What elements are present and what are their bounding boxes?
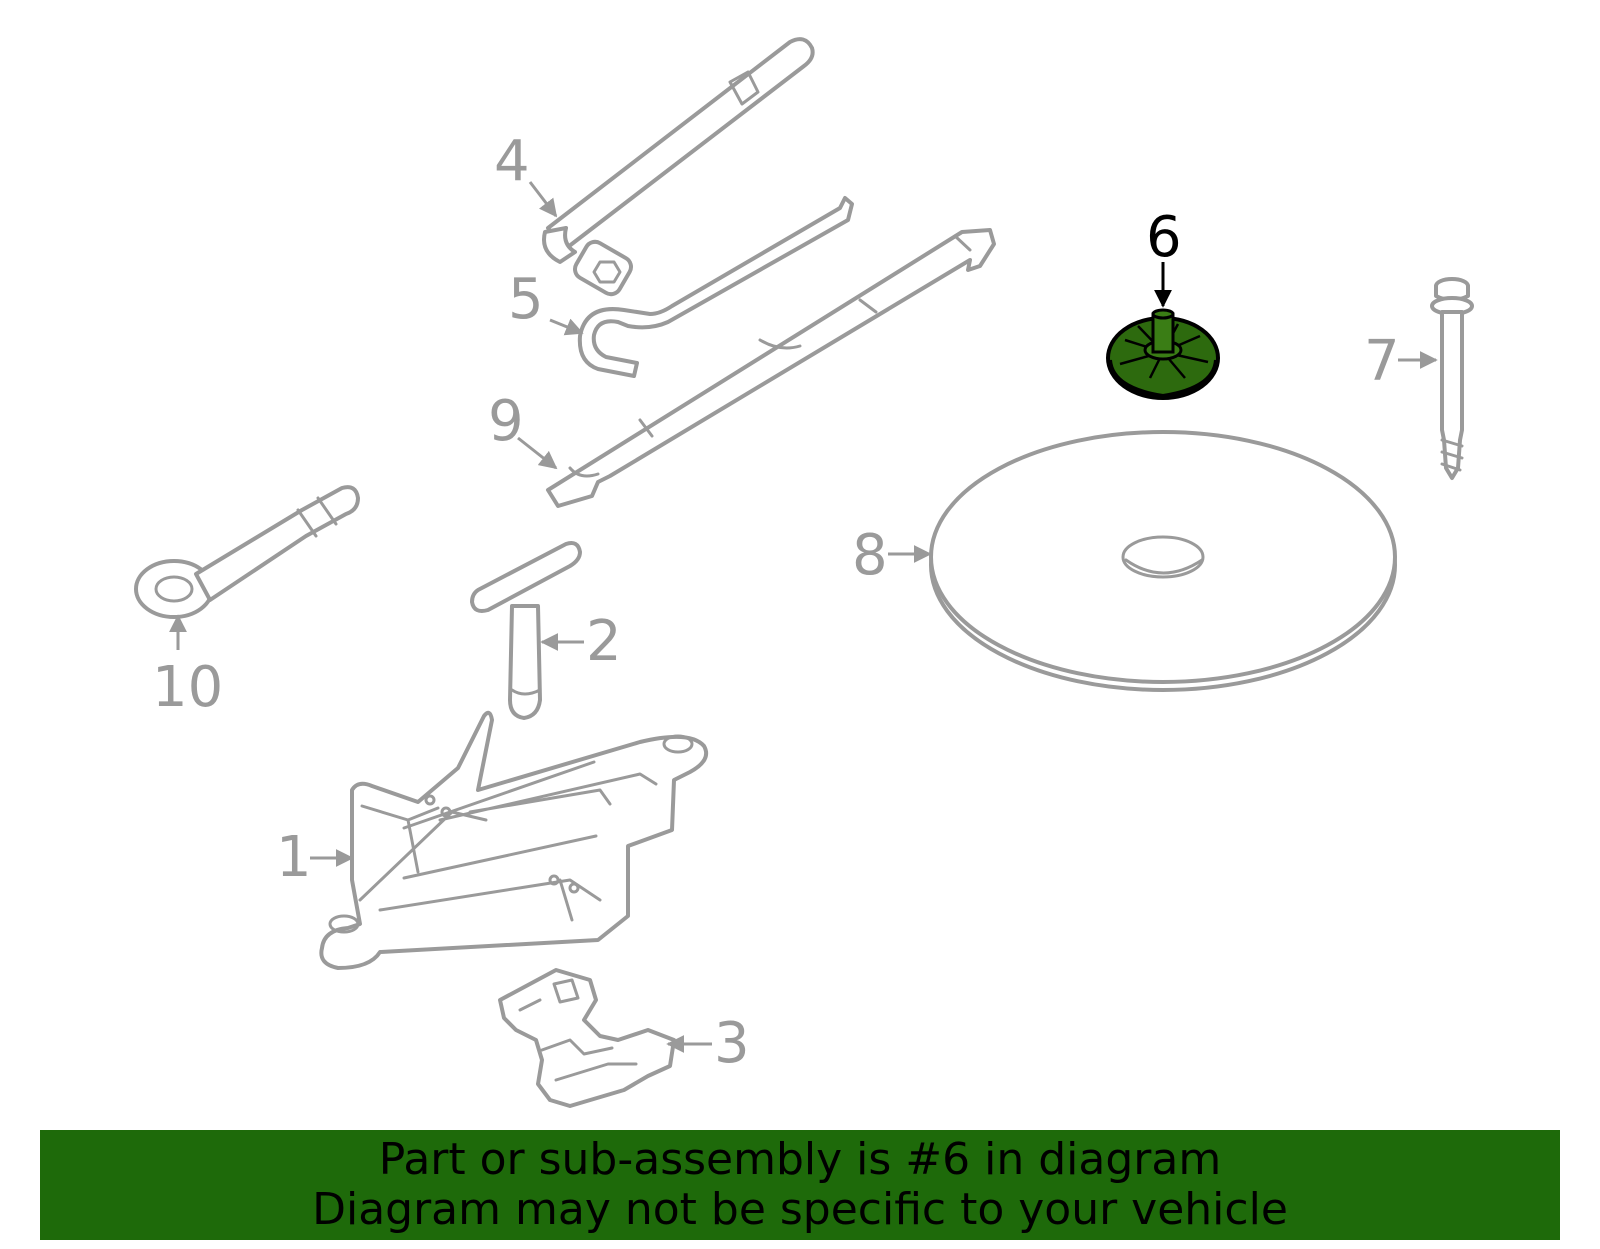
part-6-spare-tire-clamp <box>1106 308 1220 400</box>
callout-5[interactable]: 5 <box>508 267 544 332</box>
info-banner: Part or sub-assembly is #6 in diagram Di… <box>40 1130 1560 1240</box>
callout-4[interactable]: 4 <box>494 129 530 194</box>
callout-8[interactable]: 8 <box>852 523 888 588</box>
callout-9[interactable]: 9 <box>488 389 524 454</box>
part-9-jack-handle <box>546 228 996 508</box>
part-2-pin <box>470 541 582 720</box>
callout-1[interactable]: 1 <box>276 825 312 890</box>
callout-7[interactable]: 7 <box>1364 329 1400 394</box>
banner-line-1: Part or sub-assembly is #6 in diagram <box>378 1134 1222 1185</box>
part-5-tool-rod <box>577 196 854 378</box>
part-4-lug-wrench <box>542 37 815 297</box>
callout-6[interactable]: 6 <box>1146 205 1182 270</box>
callout-10[interactable]: 10 <box>152 655 223 720</box>
callout-2[interactable]: 2 <box>586 609 622 674</box>
part-8-floor-cover <box>929 430 1397 692</box>
part-7-bolt <box>1430 277 1474 480</box>
part-10-tow-hook <box>134 485 360 619</box>
part-3-bracket <box>498 968 676 1108</box>
leader-5 <box>549 318 584 336</box>
callout-3[interactable]: 3 <box>714 1011 750 1076</box>
leader-4 <box>528 181 558 218</box>
part-1-jack <box>319 710 709 970</box>
banner-line-2: Diagram may not be specific to your vehi… <box>312 1184 1288 1235</box>
leader-9 <box>517 436 558 470</box>
